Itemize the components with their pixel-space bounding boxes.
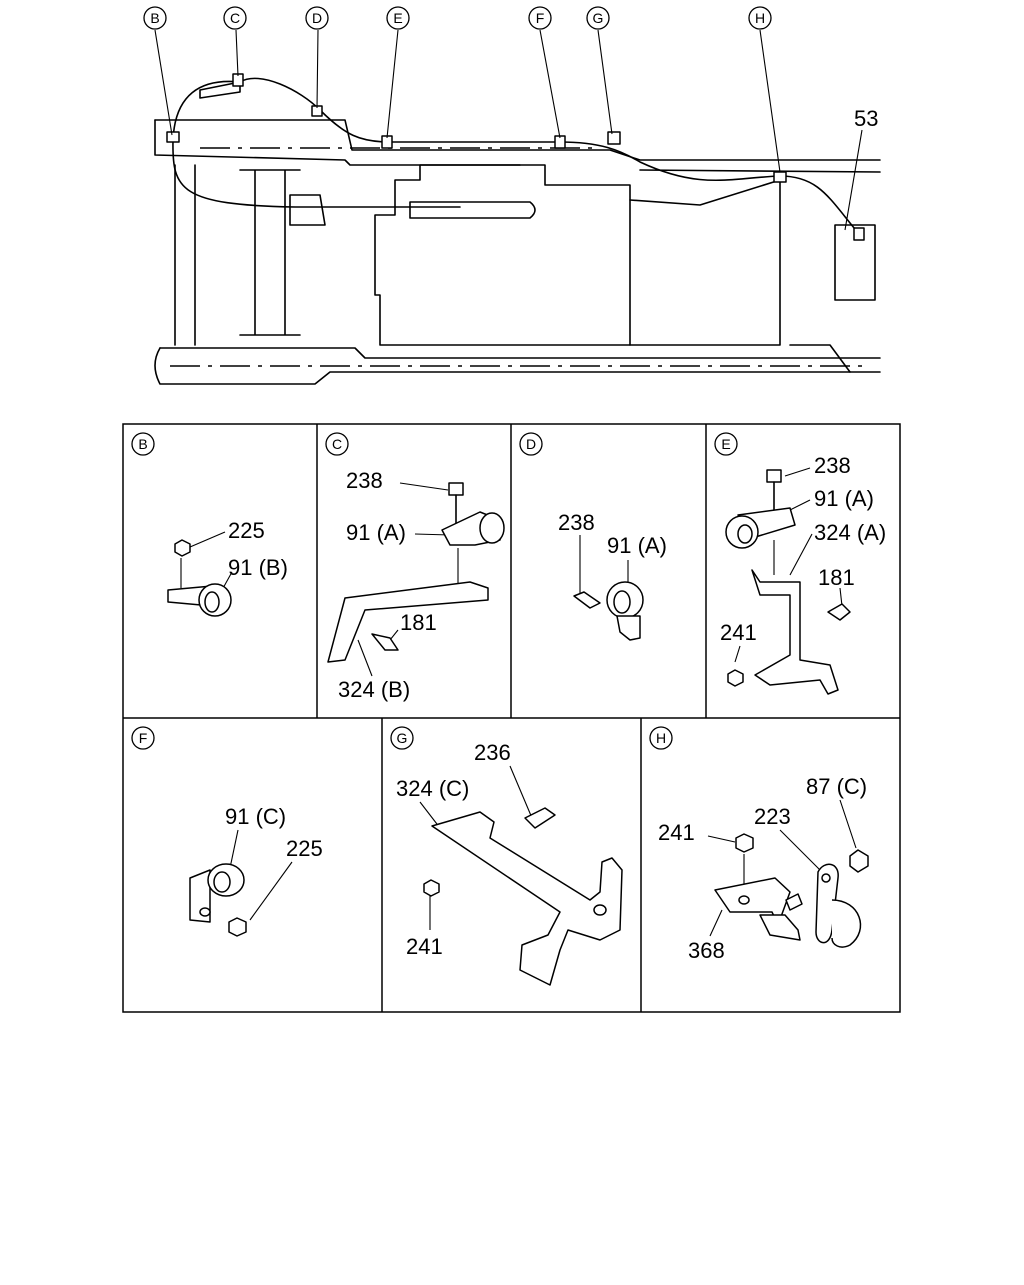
label-241: 241 (720, 620, 757, 645)
label-91b: 91 (B) (228, 555, 288, 580)
label-324a: 324 (A) (814, 520, 886, 545)
bracket-324b (327, 581, 489, 663)
bolt-icon (371, 633, 399, 651)
cable-connector-box (289, 194, 326, 226)
nut-icon (423, 879, 440, 897)
label-236: 236 (474, 740, 511, 765)
bracket-324a (751, 569, 839, 695)
speedometer-cable (239, 77, 861, 236)
label-238: 238 (346, 468, 383, 493)
bolt-icon (766, 469, 782, 483)
panel-letter: C (332, 436, 342, 452)
nut-icon (727, 669, 744, 687)
panel-f: F 91 (C) 225 (131, 726, 323, 937)
panel-letter: D (526, 436, 536, 452)
label-241: 241 (658, 820, 695, 845)
upper-frame-rail-left (154, 119, 521, 166)
rear-axle-housing (834, 224, 876, 301)
clip-h-marker (773, 171, 787, 183)
panel-letter: E (721, 436, 730, 452)
part-label-53: 53 (854, 106, 878, 131)
upper-frame-rail-bottom (639, 169, 881, 173)
callout-c: C (223, 6, 247, 30)
label-91a: 91 (A) (346, 520, 406, 545)
transmission-housing (374, 164, 631, 346)
callout-letter: F (536, 10, 545, 26)
cable-end-fitting (199, 81, 241, 99)
callout-h: H (748, 6, 772, 30)
label-241: 241 (406, 934, 443, 959)
callout-e: E (386, 6, 410, 30)
lower-frame-rail-top (159, 347, 881, 359)
callout-leader-lines (154, 29, 863, 231)
panel-b: B 225 91 (B) (131, 432, 288, 617)
label-324c: 324 (C) (396, 776, 469, 801)
transfer-case (629, 179, 781, 346)
nut-icon (228, 917, 247, 937)
panel-letter: B (138, 436, 147, 452)
panel-d: D 238 91 (A) (519, 432, 667, 641)
detail-grid (122, 423, 901, 1013)
bolt-icon (524, 807, 556, 829)
bracket-324c (431, 811, 623, 986)
label-87c: 87 (C) (806, 774, 867, 799)
lower-frame-rail-bottom (154, 347, 881, 385)
callout-g: G (586, 6, 610, 30)
label-91a: 91 (A) (814, 486, 874, 511)
callout-letter: C (230, 10, 240, 26)
clip-b-marker (166, 131, 180, 143)
nut-icon (735, 833, 754, 853)
callout-letter: B (150, 10, 159, 26)
label-324b: 324 (B) (338, 677, 410, 702)
callout-b: B (143, 6, 167, 30)
rear-frame-link (789, 344, 851, 373)
panel-e: E 238 91 (A) 324 (A) 181 241 (714, 432, 886, 695)
chassis-overview (154, 29, 881, 385)
label-181: 181 (818, 565, 855, 590)
nut-icon (849, 849, 869, 873)
cable-terminal (853, 227, 865, 241)
panel-h: H 87 (C) 223 241 368 (649, 726, 869, 963)
nut-icon (174, 539, 191, 557)
label-91a: 91 (A) (607, 533, 667, 558)
panel-g: G 236 324 (C) 241 (390, 726, 623, 986)
panel-letter: H (656, 730, 666, 746)
callout-letter: H (755, 10, 765, 26)
callout-letter: D (312, 10, 322, 26)
upper-frame-rail-top (154, 119, 881, 161)
cable-sleeve (409, 201, 536, 219)
clip-g-marker (607, 131, 621, 145)
label-181: 181 (400, 610, 437, 635)
label-225: 225 (286, 836, 323, 861)
bolt-icon (785, 893, 803, 911)
label-238: 238 (558, 510, 595, 535)
label-225: 225 (228, 518, 265, 543)
bolt-icon (448, 482, 464, 496)
speedometer-cable-lower (172, 80, 461, 208)
label-238: 238 (814, 453, 851, 478)
callout-f: F (528, 6, 552, 30)
bolt-icon (827, 603, 851, 621)
panel-c: C 238 91 (A) 181 324 (B) (325, 432, 505, 702)
label-368: 368 (688, 938, 725, 963)
callout-letter: G (593, 10, 604, 26)
front-crossmember (239, 169, 301, 336)
callout-d: D (305, 6, 329, 30)
front-axle-beam (174, 164, 196, 346)
callout-letter: E (393, 10, 402, 26)
label-223: 223 (754, 804, 791, 829)
panel-letter: G (397, 730, 408, 746)
bolt-icon (573, 591, 601, 609)
panel-letter: F (139, 730, 148, 746)
label-91c: 91 (C) (225, 804, 286, 829)
